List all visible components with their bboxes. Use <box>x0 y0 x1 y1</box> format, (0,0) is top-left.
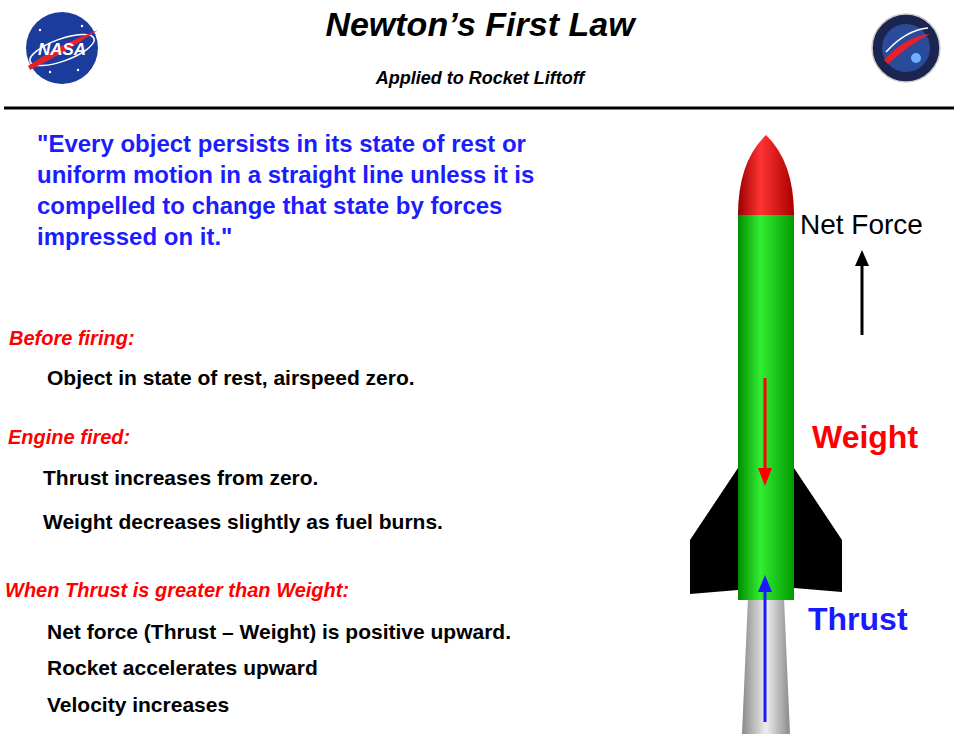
section-heading: When Thrust is greater than Weight: <box>5 578 349 602</box>
weight-arrow <box>758 378 772 486</box>
law-quote: "Every object persists in its state of r… <box>37 128 582 252</box>
rocket-body <box>738 210 794 600</box>
force-label: Thrust <box>808 600 908 638</box>
body-line: Weight decreases slightly as fuel burns. <box>43 509 443 534</box>
net-force-arrow <box>855 250 869 335</box>
body-line: Object in state of rest, airspeed zero. <box>47 365 415 390</box>
body-line: Thrust increases from zero. <box>43 465 318 490</box>
thrust-arrow <box>758 575 772 722</box>
logo-text: NASA <box>38 40 86 60</box>
rocket-nose <box>738 135 794 215</box>
body-line: Net force (Thrust – Weight) is positive … <box>47 619 511 644</box>
rocket-fin <box>794 468 842 592</box>
body-line: Velocity increases <box>47 692 229 717</box>
page-title: Newton’s First Law <box>325 4 634 45</box>
header-rule <box>4 107 954 110</box>
force-label: Net Force <box>800 208 923 242</box>
subtitle: Applied to Rocket Liftoff <box>376 68 585 90</box>
exploration-logo <box>872 14 940 82</box>
rocket-fin <box>690 468 738 594</box>
section-heading: Before firing: <box>9 326 135 350</box>
force-label: Weight <box>812 418 918 456</box>
nasa-logo <box>26 12 98 84</box>
section-heading: Engine fired: <box>8 425 130 449</box>
body-line: Rocket accelerates upward <box>47 655 318 680</box>
